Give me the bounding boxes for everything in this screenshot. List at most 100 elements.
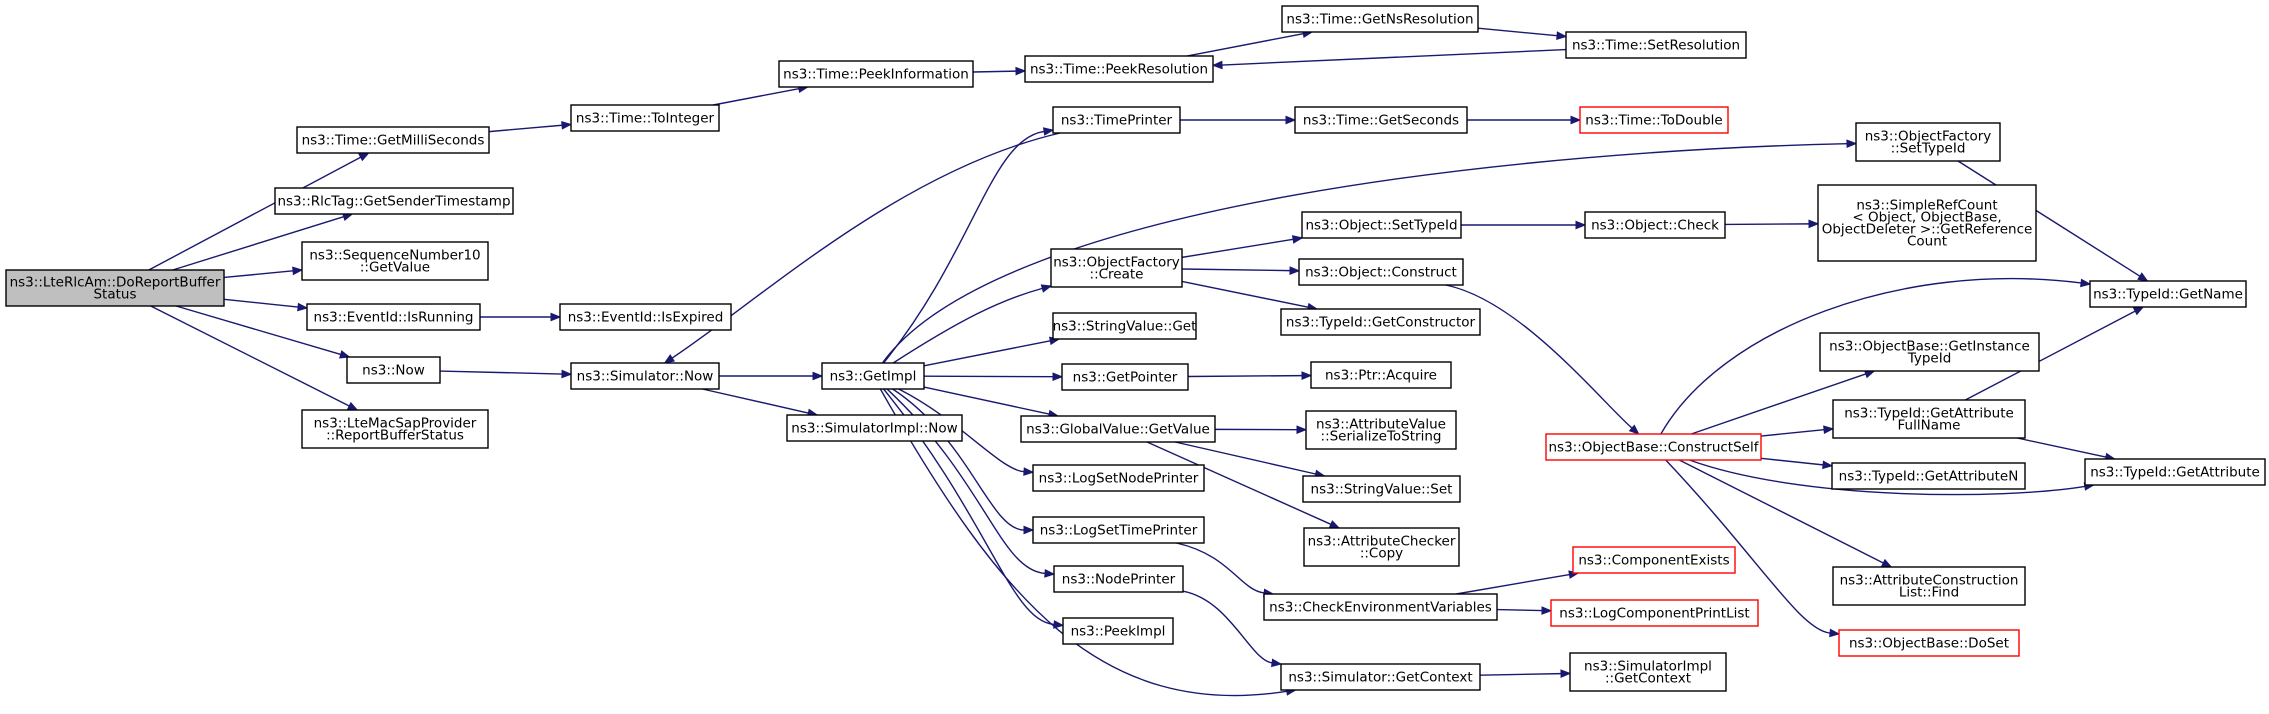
node-getpointer[interactable]: ns3::GetPointer xyxy=(1061,363,1189,391)
node-box xyxy=(1545,433,1762,461)
edge-line xyxy=(923,375,1054,378)
node-isrunning[interactable]: ns3::EventId::IsRunning xyxy=(306,303,481,331)
node-box xyxy=(346,356,441,384)
edge-line xyxy=(923,386,1050,415)
edge-line xyxy=(898,388,1025,473)
edge-objfactsettypeid-typeidgetname xyxy=(1957,160,2149,282)
node-rlctag[interactable]: ns3::RlcTag::GetSenderTimestamp xyxy=(274,187,514,215)
node-box xyxy=(1832,399,2026,439)
node-peekres[interactable]: ns3::Time::PeekResolution xyxy=(1024,55,1214,83)
node-globalgetvalue[interactable]: ns3::GlobalValue::GetValue xyxy=(1020,415,1216,443)
node-box xyxy=(821,362,925,390)
node-checkenv[interactable]: ns3::CheckEnvironmentVariables xyxy=(1263,593,1498,621)
edge-arrowhead xyxy=(1285,115,1297,125)
node-label: ns3::LogComponentPrintList xyxy=(1559,606,1749,622)
node-getattribute[interactable]: ns3::TypeId::GetAttribute xyxy=(2084,458,2266,486)
node-label: ::GetContext xyxy=(1605,671,1691,687)
node-objcheck[interactable]: ns3::Object::Check xyxy=(1584,211,1726,239)
node-isexpired[interactable]: ns3::EventId::IsExpired xyxy=(559,303,732,331)
node-box xyxy=(1303,527,1460,567)
node-simimplgetctx[interactable]: ns3::SimulatorImpl::GetContext xyxy=(1569,652,1727,692)
node-stringvalueget[interactable]: ns3::StringValue::Get xyxy=(1052,312,1197,340)
edge-getnsres-setres xyxy=(1477,27,1568,40)
edge-arrowhead xyxy=(1015,66,1027,76)
edge-line xyxy=(1186,33,1304,57)
edge-getpointer-ptracquire xyxy=(1187,371,1313,380)
node-attrserialize[interactable]: ns3::AttributeValue::SerializeToString xyxy=(1305,410,1457,450)
node-stringvalueset[interactable]: ns3::StringValue::Set xyxy=(1302,475,1461,503)
node-simplerefcount[interactable]: ns3::SimpleRefCount< Object, ObjectBase,… xyxy=(1817,184,2037,262)
edge-objfactcreate-objconstruct xyxy=(1181,266,1301,275)
edge-objfactcreate-typeidgetctor xyxy=(1181,280,1319,312)
node-now[interactable]: ns3::Now xyxy=(346,356,441,384)
edge-constructself-typeidgetname xyxy=(1660,277,2092,435)
edge-arrowhead xyxy=(1042,127,1055,136)
node-nodeprinter[interactable]: ns3::NodePrinter xyxy=(1053,565,1184,593)
node-objfactsettypeid[interactable]: ns3::ObjectFactory::SetTypeId xyxy=(1855,122,2001,162)
edge-arrowhead xyxy=(1556,31,1568,40)
node-objsettypeid[interactable]: ns3::Object::SetTypeId xyxy=(1301,211,1462,239)
node-label: ns3::Time::ToDouble xyxy=(1585,113,1722,129)
node-label: TypeId xyxy=(1907,351,1952,367)
node-objfactcreate[interactable]: ns3::ObjectFactory::Create xyxy=(1050,248,1183,288)
node-logsettime[interactable]: ns3::LogSetTimePrinter xyxy=(1032,516,1205,544)
node-seqnum[interactable]: ns3::SequenceNumber10::GetValue xyxy=(301,241,489,281)
node-setres[interactable]: ns3::Time::SetResolution xyxy=(1565,31,1747,59)
node-tointeger[interactable]: ns3::Time::ToInteger xyxy=(570,104,720,132)
edge-objsettypeid-objcheck xyxy=(1461,220,1587,230)
node-label: ns3::ObjectFactory xyxy=(1053,255,1180,271)
node-ptracquire[interactable]: ns3::Ptr::Acquire xyxy=(1310,361,1452,389)
node-label: ns3::TypeId::GetAttributeN xyxy=(1839,469,2019,485)
edge-arrowhead xyxy=(1570,115,1582,125)
node-label: ns3::AttributeChecker xyxy=(1308,534,1456,550)
edge-peekres-getnsres xyxy=(1186,29,1314,57)
edge-line xyxy=(1496,608,1543,612)
edge-line xyxy=(1689,459,2085,496)
node-todouble[interactable]: ns3::Time::ToDouble xyxy=(1579,106,1729,134)
node-box xyxy=(1838,629,2020,657)
node-getattrn[interactable]: ns3::TypeId::GetAttributeN xyxy=(1831,462,2026,490)
node-logsetnode[interactable]: ns3::LogSetNodePrinter xyxy=(1032,464,1205,492)
node-typeidgetctor[interactable]: ns3::TypeId::GetConstructor xyxy=(1280,308,1481,336)
node-box xyxy=(5,269,225,307)
node-box xyxy=(301,409,489,449)
edge-arrowhead xyxy=(1023,525,1035,535)
node-getimpl[interactable]: ns3::GetImpl xyxy=(821,362,925,390)
node-constructself[interactable]: ns3::ObjectBase::ConstructSelf xyxy=(1545,433,1762,461)
node-typeidgetname[interactable]: ns3::TypeId::GetName xyxy=(2089,280,2247,308)
edge-line xyxy=(1181,268,1291,272)
edge-line xyxy=(1760,428,1825,437)
node-logcompprint[interactable]: ns3::LogComponentPrintList xyxy=(1550,599,1759,627)
edge-setres-peekres xyxy=(1211,48,1567,70)
edge-arrowhead xyxy=(1289,266,1301,275)
node-label: Status xyxy=(93,287,136,303)
node-timeprinter[interactable]: ns3::TimePrinter xyxy=(1052,106,1181,134)
node-peekimpl[interactable]: ns3::PeekImpl xyxy=(1062,617,1174,645)
node-label: ns3::EventId::IsRunning xyxy=(314,310,474,326)
edge-timeprinter-getseconds xyxy=(1180,115,1297,125)
node-label: ns3::NodePrinter xyxy=(1062,572,1176,588)
node-peekinfo[interactable]: ns3::Time::PeekInformation xyxy=(778,60,974,88)
edge-line xyxy=(1678,459,1884,564)
edge-getseconds-todouble xyxy=(1467,115,1582,125)
edge-simnow-simimplnow xyxy=(702,388,819,418)
node-getseconds[interactable]: ns3::Time::GetSeconds xyxy=(1294,106,1468,134)
edge-getimpl-timeprinter xyxy=(882,127,1055,364)
node-box xyxy=(1831,462,2026,490)
edge-arrowhead xyxy=(297,302,309,312)
node-compexists[interactable]: ns3::ComponentExists xyxy=(1572,546,1736,574)
node-objconstruct[interactable]: ns3::Object::Construct xyxy=(1298,258,1464,286)
node-box xyxy=(1310,361,1452,389)
node-getnsres[interactable]: ns3::Time::GetNsResolution xyxy=(1281,5,1479,33)
node-simnow[interactable]: ns3::Simulator::Now xyxy=(570,362,720,390)
node-doset[interactable]: ns3::ObjectBase::DoSet xyxy=(1838,629,2020,657)
node-ltemac[interactable]: ns3::LteMacSapProvider::ReportBufferStat… xyxy=(301,409,489,449)
node-simgetctx[interactable]: ns3::Simulator::GetContext xyxy=(1280,663,1481,691)
node-attrcheckercopy[interactable]: ns3::AttributeChecker::Copy xyxy=(1303,527,1460,567)
node-getmilli[interactable]: ns3::Time::GetMilliSeconds xyxy=(296,126,490,154)
node-simimplnow[interactable]: ns3::SimulatorImpl::Now xyxy=(786,414,963,442)
